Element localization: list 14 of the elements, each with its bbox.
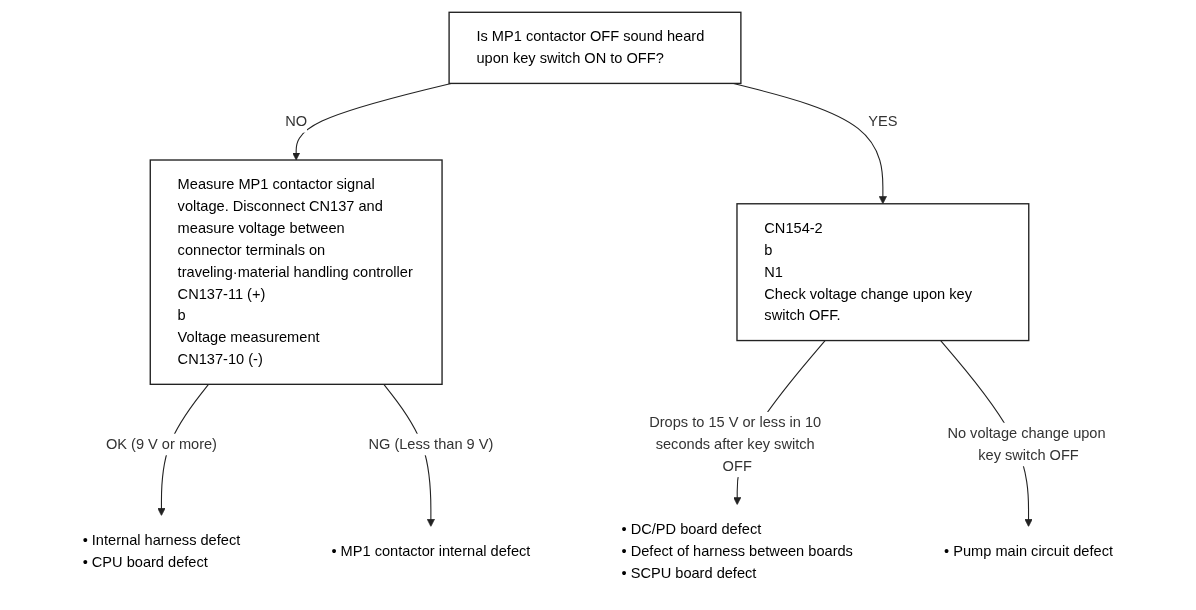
edge-label: NO xyxy=(285,113,308,130)
edge-label: No voltage change upon key switch OFF xyxy=(947,425,1106,463)
node-box: Measure MP1 contactor signal voltage. Disconnect CN137 and measure voltage between connector terminals on traveling·material handling controller CN137-11 (+) b Voltage measurement CN137-10 (-) xyxy=(149,159,443,385)
edge-label: OK (9 V or more) xyxy=(106,436,218,452)
node-text: • Internal harness defect • CPU board defect xyxy=(82,532,241,570)
node-box: Is MP1 contactor OFF sound heard upon key switch ON to OFF? xyxy=(448,11,742,85)
edge-label: Drops to 15 V or less in 10 seconds after key switch OFF xyxy=(649,414,822,474)
node-text: • MP1 contactor internal defect xyxy=(331,542,531,559)
node-text: • DC/PD board defect • Defect of harness between boards • SCPU board defect xyxy=(621,521,854,581)
edge-label: YES xyxy=(868,113,898,130)
node-box: CN154-2 b N1 Check voltage change upon key switch OFF. xyxy=(736,203,1030,342)
arrow xyxy=(292,82,452,161)
edge-label: NG (Less than 9 V) xyxy=(368,436,494,452)
node-text: • Pump main circuit defect xyxy=(944,542,1114,559)
